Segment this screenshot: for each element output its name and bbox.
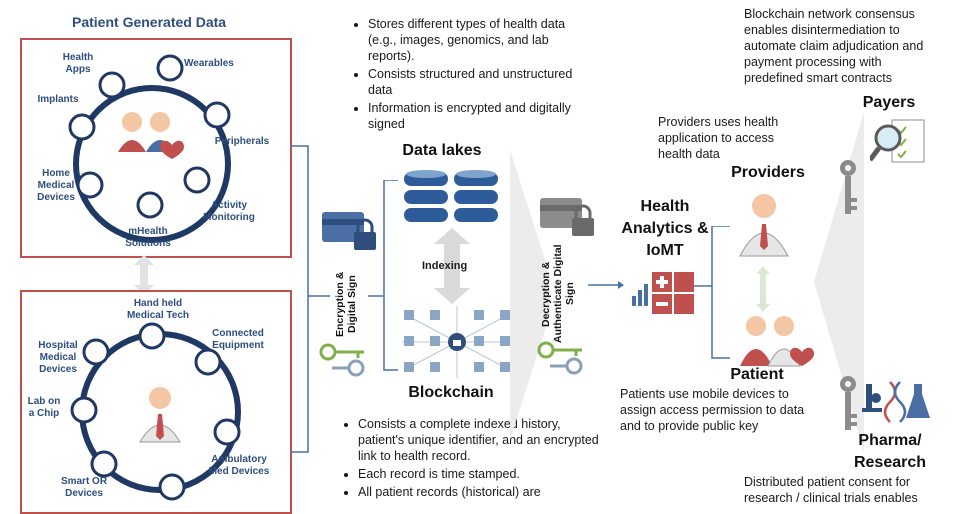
funnel-wedge (510, 150, 550, 440)
patient-couple-icon (118, 112, 184, 159)
data-lakes-bullets: Stores different types of health data (e… (346, 16, 586, 134)
patient-couple-icon (740, 316, 814, 367)
payers-note: Blockchain network consensus enables dis… (744, 7, 924, 85)
device-implants: Implants (37, 94, 79, 105)
providers-note: Providers uses health application to acc… (658, 115, 779, 161)
payers-key-icon (840, 160, 857, 214)
decryption-label: Decryption & Authenticate Digital Sign (540, 244, 576, 344)
blockchain-bullets: Consists a complete indexed history, pat… (336, 416, 606, 502)
data-lakes-bullet: Stores different types of health data (e… (368, 16, 586, 64)
blockchain-title: Blockchain (408, 384, 494, 401)
device-hospital-medical: Hospital Medical Devices (38, 340, 78, 375)
connector-lines-right (694, 226, 730, 359)
connector-lines-left (290, 145, 330, 453)
device-smart-or: Smart OR Devices (60, 476, 108, 499)
patient-title: Patient (730, 366, 784, 383)
device-ring-top (68, 54, 231, 243)
providers-title: Providers (731, 164, 805, 181)
blockchain-bullet: All patient records (historical) are (358, 484, 606, 500)
patient-generated-data-box: Health Apps Wearables Implants Periphera… (20, 38, 292, 258)
device-activity-monitoring: Activity Monitoring (203, 200, 255, 223)
device-ring-bottom (70, 322, 241, 501)
provider-patient-arrow (756, 266, 770, 312)
blockchain-bullet: Consists a complete indexed history, pat… (358, 416, 606, 464)
connector-lines-mid (368, 180, 398, 371)
device-connected-equipment: Connected Equipment (212, 328, 264, 351)
device-lab-on-chip: Lab on a Chip (27, 396, 61, 419)
device-mhealth: mHealth Solutions (125, 226, 171, 249)
digital-key-icon (319, 343, 365, 377)
device-health-apps: Health Apps (62, 52, 94, 75)
provider-doctor-icon (739, 194, 789, 257)
encrypted-card-lock-icon (322, 212, 376, 250)
blockchain-network-icon (402, 306, 512, 378)
lab-science-icon (862, 381, 930, 423)
right-wedge (814, 112, 864, 452)
patient-note: Patients use mobile devices to assign ac… (620, 387, 805, 433)
device-ambulatory: Ambulatory Med Devices (208, 454, 270, 477)
updown-arrow-left (134, 255, 154, 295)
pharma-key-icon (840, 376, 857, 430)
encryption-label: Encryption & Digital Sign (334, 271, 358, 337)
analytics-icon (632, 272, 694, 314)
doctor-icon (139, 387, 181, 443)
indexing-double-arrow (434, 228, 470, 304)
device-peripherals: Peripherals (214, 136, 270, 147)
arrow-to-analytics (588, 281, 624, 289)
device-home-medical: Home Medical Devices (37, 168, 75, 203)
payers-title: Payers (862, 94, 916, 111)
indexing-label: Indexing (422, 260, 468, 272)
blockchain-bullet: Each record is time stamped. (358, 466, 606, 482)
database-icon (404, 170, 498, 222)
device-handheld: Hand held Medical Tech (126, 298, 190, 321)
decrypt-key-icon (537, 341, 583, 375)
health-analytics-title: Health Analytics & IoMT (621, 198, 709, 259)
patient-generated-data-title: Patient Generated Data (72, 14, 227, 30)
data-lakes-bullet: Information is encrypted and digitally s… (368, 100, 586, 132)
clinical-devices-box: Hand held Medical Tech Connected Equipme… (20, 290, 292, 514)
data-lakes-bullet: Consists structured and unstructured dat… (368, 66, 586, 98)
pharma-title: Pharma/ Research (853, 432, 927, 471)
data-lakes-title: Data lakes (402, 142, 482, 159)
payers-magnifier-icon (870, 119, 925, 163)
pharma-note: Distributed patient consent for research… (744, 475, 918, 505)
device-wearables: Wearables (184, 58, 234, 69)
decrypt-card-lock-icon (540, 198, 594, 236)
